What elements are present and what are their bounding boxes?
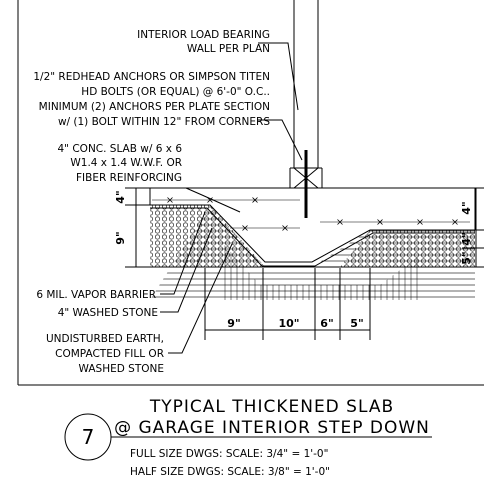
dim-bottom-3: 6" <box>320 317 333 330</box>
wall-note-line1: INTERIOR LOAD BEARING <box>137 29 270 41</box>
dim-right-mid: 4" <box>460 232 473 245</box>
mesh-x-mark <box>282 225 288 231</box>
detail-number: 7 <box>82 425 95 449</box>
slab-note-line3: FIBER REINFORCING <box>76 172 182 184</box>
washed-stone-note: 4" WASHED STONE <box>58 307 158 319</box>
mesh-x-mark <box>242 225 248 231</box>
title-line1: TYPICAL THICKENED SLAB <box>149 397 394 417</box>
right-dimensions <box>462 187 484 268</box>
vapor-barrier-note: 6 MIL. VAPOR BARRIER <box>36 289 156 301</box>
mesh-x-mark <box>167 197 173 203</box>
mesh-x-mark <box>417 219 423 225</box>
mesh-x-mark <box>337 219 343 225</box>
mesh-x-mark <box>452 219 458 225</box>
bearing-wall <box>289 0 323 218</box>
earth-note-line2: COMPACTED FILL OR <box>55 348 164 360</box>
anchor-note-line2: HD BOLTS (OR EQUAL) @ 6'-0" O.C.. <box>81 86 270 98</box>
scale-half-size: HALF SIZE DWGS: SCALE: 3/8" = 1'-0" <box>130 466 330 478</box>
wire-mesh <box>152 199 470 229</box>
dim-right-top: 4" <box>460 201 473 214</box>
anchor-note-line3: MINIMUM (2) ANCHORS PER PLATE SECTION <box>39 101 270 113</box>
mesh-x-mark <box>377 219 383 225</box>
washed-stone-right <box>340 230 475 267</box>
dim-right-bottom: 5" <box>460 251 473 264</box>
dim-bottom-4: 5" <box>350 317 363 330</box>
washed-stone-left <box>150 205 265 267</box>
bottom-dimensions <box>204 268 371 340</box>
vapor-barrier-line <box>150 207 475 267</box>
earth-note-line1: UNDISTURBED EARTH, <box>46 333 164 345</box>
slab-note-line2: W1.4 x 1.4 W.W.F. OR <box>70 157 182 169</box>
left-dimensions <box>125 187 150 268</box>
earth-note-line3: WASHED STONE <box>79 363 164 375</box>
leader-lines <box>160 42 303 354</box>
slab-note-line1: 4" CONC. SLAB w/ 6 x 6 <box>58 143 183 155</box>
dim-bottom-2: 10" <box>278 317 299 330</box>
wall-note-line2: WALL PER PLAN <box>187 43 270 55</box>
title-line2: @ GARAGE INTERIOR STEP DOWN <box>114 418 430 438</box>
anchor-note-line4: w/ (1) BOLT WITHIN 12" FROM CORNERS <box>58 116 270 128</box>
dim-bottom-1: 9" <box>227 317 240 330</box>
mesh-x-mark <box>252 197 258 203</box>
mesh-x-marks <box>167 197 458 231</box>
anchor-note-line1: 1/2" REDHEAD ANCHORS OR SIMPSON TITEN <box>33 71 270 83</box>
dim-left-bottom: 9" <box>114 231 127 244</box>
dim-left-top: 4" <box>114 190 127 203</box>
scale-full-size: FULL SIZE DWGS: SCALE: 3/4" = 1'-0" <box>130 448 328 460</box>
